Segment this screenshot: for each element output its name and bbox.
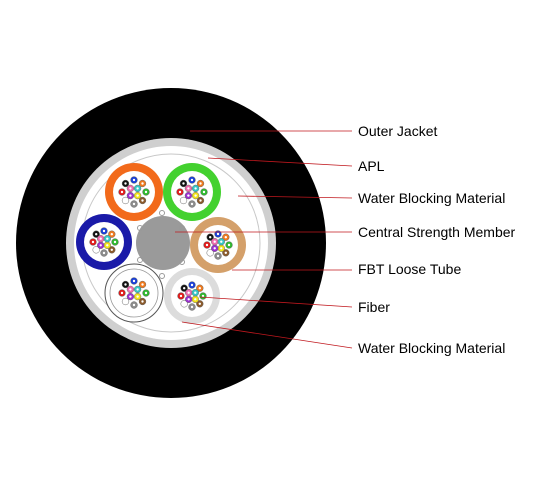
fiber-core	[220, 240, 223, 243]
label-fiber: Fiber	[358, 299, 390, 315]
fiber-core	[102, 229, 106, 233]
fiber-core	[136, 295, 139, 298]
fiber-core	[136, 187, 139, 190]
fiber-core	[129, 194, 132, 197]
loose-tube-tan	[190, 217, 246, 273]
fiber-core	[141, 182, 144, 185]
fiber-core	[216, 254, 220, 258]
fiber-core	[91, 240, 95, 244]
fiber-core	[179, 294, 183, 298]
fiber-core	[198, 287, 201, 290]
fiber-core	[187, 194, 190, 197]
fiber-core	[124, 300, 127, 303]
label-apl: APL	[358, 158, 385, 174]
fiber-core	[190, 178, 194, 182]
fiber-core	[106, 244, 109, 247]
fiber-core	[124, 182, 127, 185]
loose-tube-white	[104, 263, 164, 323]
fiber-core	[178, 190, 182, 194]
leader-line-water-blocking-2	[181, 321, 353, 349]
fiber-core	[183, 287, 186, 290]
loose-tube-light-grey	[164, 268, 220, 324]
loose-tube-orange	[105, 163, 163, 221]
fiber-core	[95, 248, 98, 251]
label-water-blocking-material: Water Blocking Material	[358, 190, 505, 206]
fiber-core	[209, 236, 212, 239]
fiber-core	[187, 291, 190, 294]
fiber-core	[99, 237, 102, 240]
fiber-core	[136, 194, 139, 197]
fiber-core	[205, 243, 209, 247]
leader-line-fiber	[199, 296, 353, 308]
fiber-core	[124, 199, 127, 202]
fiber-core	[224, 236, 227, 239]
fiber-core	[132, 202, 136, 206]
fiber-core	[110, 233, 114, 236]
fiber-core	[120, 291, 124, 295]
fiber-core	[194, 194, 197, 197]
fiber-core	[141, 199, 144, 202]
fiber-core	[183, 302, 186, 305]
fiber-core	[144, 190, 148, 194]
fiber-core	[132, 178, 136, 182]
fiber-core	[102, 251, 106, 255]
loose-tube-green	[163, 163, 221, 221]
fiber-core	[199, 199, 202, 202]
fiber-core	[224, 251, 227, 254]
fiber-core	[194, 187, 197, 190]
fiber-core	[113, 240, 117, 244]
label-water-blocking-material-2: Water Blocking Material	[358, 340, 505, 356]
fiber-core	[106, 237, 109, 240]
fiber-core	[129, 288, 132, 291]
fiber-core	[182, 199, 185, 202]
fiber-core	[132, 303, 136, 307]
fiber-core	[190, 283, 194, 287]
fiber-core	[124, 283, 127, 286]
fiber-core	[129, 187, 132, 190]
label-fbt-loose-tube: FBT Loose Tube	[358, 261, 461, 277]
fiber-core	[187, 187, 190, 190]
fiber-core	[198, 302, 201, 305]
label-outer-jacket: Outer Jacket	[358, 123, 437, 139]
fiber-core	[227, 243, 231, 247]
fiber-core	[209, 251, 212, 254]
fiber-core	[129, 295, 132, 298]
fiber-core	[182, 182, 185, 185]
fiber-core	[141, 283, 144, 286]
fiber-core	[120, 190, 124, 194]
fiber-core	[141, 300, 144, 303]
fiber-core	[201, 294, 205, 298]
fiber-core	[199, 182, 202, 185]
fiber-core	[110, 248, 114, 251]
fiber-core	[194, 291, 197, 294]
filler-marks	[137, 210, 185, 279]
fiber-core	[190, 305, 194, 309]
fiber-core	[95, 233, 98, 236]
fiber-core	[213, 247, 216, 250]
label-central-strength-member: Central Strength Member	[358, 224, 516, 240]
leader-line-water-blocking-1	[237, 195, 353, 199]
fiber-core	[132, 279, 136, 283]
fiber-core	[216, 232, 220, 236]
fiber-core	[220, 247, 223, 250]
loose-tube-blue	[76, 214, 132, 270]
fiber-core	[190, 202, 194, 206]
leader-line-apl	[207, 157, 353, 167]
leader-lines	[175, 130, 353, 349]
fiber-core	[99, 244, 102, 247]
fiber-core	[144, 291, 148, 295]
fiber-core	[202, 190, 206, 194]
fiber-core	[194, 298, 197, 301]
fiber-core	[213, 240, 216, 243]
fiber-core	[136, 288, 139, 291]
central-strength-member	[136, 216, 190, 270]
fiber-core	[187, 298, 190, 301]
